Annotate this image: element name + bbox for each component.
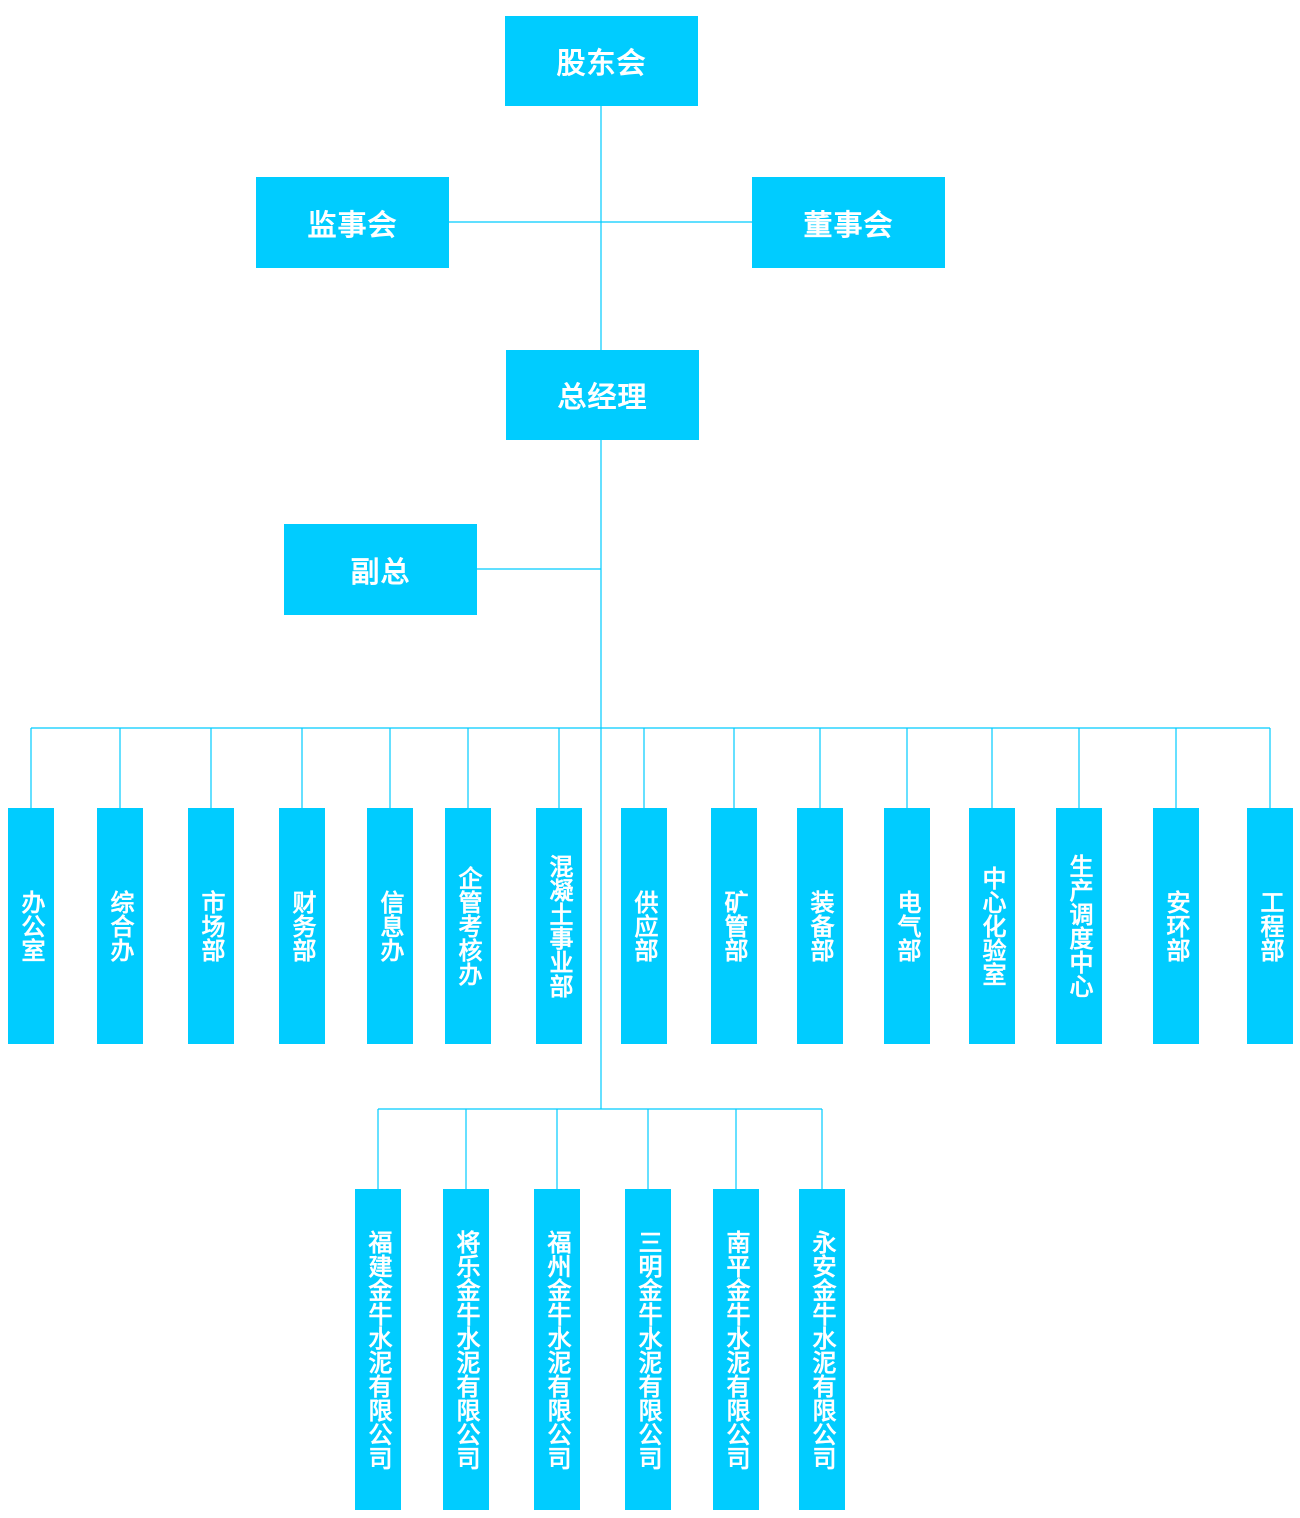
subsidiary-nanping: 南平金牛水泥有限公司 [713, 1189, 759, 1510]
dept-production-dispatch: 生产调度中心 [1056, 808, 1102, 1044]
subsidiary-yongan: 永安金牛水泥有限公司 [799, 1189, 845, 1510]
dept-concrete-division: 混凝土事业部 [536, 808, 582, 1044]
dept-equipment: 装备部 [797, 808, 843, 1044]
dept-office: 办公室 [8, 808, 54, 1044]
dept-general-affairs: 综合办 [97, 808, 143, 1044]
dept-marketing: 市场部 [188, 808, 234, 1044]
dept-information: 信息办 [367, 808, 413, 1044]
dept-mine-management: 矿管部 [711, 808, 757, 1044]
node-deputy: 副总 [284, 524, 477, 615]
node-general-manager: 总经理 [506, 350, 699, 440]
dept-electrical: 电气部 [884, 808, 930, 1044]
node-supervisors: 监事会 [256, 177, 449, 268]
node-shareholders: 股东会 [505, 16, 698, 106]
subsidiary-sanming: 三明金牛水泥有限公司 [625, 1189, 671, 1510]
dept-management-assessment: 企管考核办 [445, 808, 491, 1044]
subsidiary-fujian: 福建金牛水泥有限公司 [355, 1189, 401, 1510]
subsidiary-fuzhou: 福州金牛水泥有限公司 [534, 1189, 580, 1510]
subsidiary-jiangle: 将乐金牛水泥有限公司 [443, 1189, 489, 1510]
dept-finance: 财务部 [279, 808, 325, 1044]
dept-engineering: 工程部 [1247, 808, 1293, 1044]
dept-central-lab: 中心化验室 [969, 808, 1015, 1044]
dept-safety-environment: 安环部 [1153, 808, 1199, 1044]
node-directors: 董事会 [752, 177, 945, 268]
dept-supply: 供应部 [621, 808, 667, 1044]
